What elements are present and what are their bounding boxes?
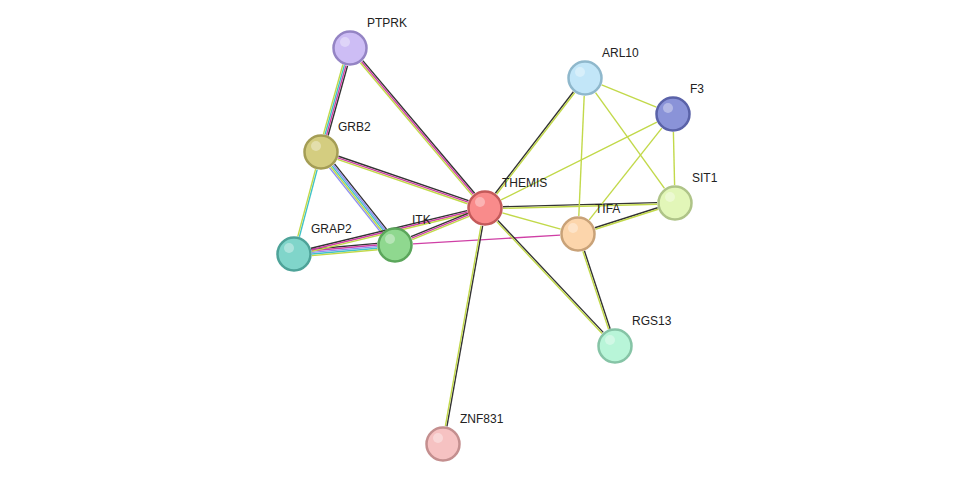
protein-node: SIT1 bbox=[657, 185, 693, 221]
edge-strand bbox=[495, 92, 573, 193]
edge-strand bbox=[360, 63, 472, 196]
interaction-edge bbox=[579, 96, 584, 216]
node-highlight bbox=[433, 433, 443, 443]
node-highlight bbox=[311, 141, 321, 151]
protein-node: ZNF831 bbox=[425, 426, 461, 462]
node-highlight bbox=[385, 234, 395, 244]
node-circle bbox=[567, 60, 603, 96]
interaction-edge bbox=[495, 92, 574, 194]
edge-strand bbox=[579, 96, 584, 216]
node-disc bbox=[562, 218, 595, 251]
interaction-edge bbox=[411, 213, 469, 239]
protein-node: ARL10 bbox=[567, 60, 603, 96]
node-disc bbox=[379, 229, 412, 262]
node-circle bbox=[303, 134, 339, 170]
node-label: ITK bbox=[412, 213, 431, 227]
interaction-edge bbox=[445, 226, 482, 427]
interaction-edge bbox=[502, 213, 560, 229]
node-label: GRB2 bbox=[338, 120, 371, 134]
edge-strand bbox=[333, 165, 385, 230]
protein-node: F3 bbox=[655, 96, 691, 132]
node-label: GRAP2 bbox=[311, 222, 352, 236]
protein-node: GRAP2 bbox=[276, 236, 312, 272]
edge-strand bbox=[332, 166, 384, 231]
protein-node: PTPRK bbox=[332, 30, 368, 66]
node-highlight bbox=[475, 197, 485, 207]
node-label: PTPRK bbox=[367, 16, 407, 30]
edge-strand bbox=[589, 128, 662, 220]
node-label: TIFA bbox=[595, 202, 620, 216]
edge-strand bbox=[596, 93, 665, 189]
node-highlight bbox=[340, 37, 350, 47]
edge-strand bbox=[584, 251, 610, 329]
node-circle bbox=[655, 96, 691, 132]
edge-strand bbox=[497, 93, 575, 194]
edge-strand bbox=[502, 213, 560, 229]
interaction-edge bbox=[360, 61, 474, 196]
node-label: ARL10 bbox=[602, 46, 639, 60]
interaction-edge bbox=[589, 128, 662, 220]
node-highlight bbox=[665, 192, 675, 202]
interaction-edge bbox=[673, 132, 674, 185]
edge-strand bbox=[411, 213, 468, 236]
node-label: SIT1 bbox=[692, 171, 717, 185]
node-label: RGS13 bbox=[632, 314, 671, 328]
node-highlight bbox=[568, 223, 578, 233]
edge-strand bbox=[583, 251, 609, 329]
interaction-edge bbox=[413, 235, 560, 244]
protein-node: ITK bbox=[377, 227, 413, 263]
node-circle bbox=[276, 236, 312, 272]
edge-strand bbox=[602, 85, 657, 107]
node-disc bbox=[427, 428, 460, 461]
interaction-edge bbox=[602, 85, 657, 107]
interaction-edge bbox=[596, 93, 665, 189]
edge-strand bbox=[335, 164, 387, 229]
interaction-edge bbox=[501, 122, 657, 200]
edge-strand bbox=[413, 235, 560, 244]
node-highlight bbox=[605, 335, 615, 345]
edge-strand bbox=[673, 132, 674, 185]
node-disc bbox=[569, 62, 602, 95]
node-disc bbox=[469, 192, 502, 225]
node-circle bbox=[332, 30, 368, 66]
node-circle bbox=[560, 216, 596, 252]
node-highlight bbox=[663, 103, 673, 113]
interaction-edge bbox=[583, 251, 610, 329]
node-circle bbox=[467, 190, 503, 226]
protein-node: THEMIS bbox=[467, 190, 503, 226]
node-highlight bbox=[284, 243, 294, 253]
node-highlight bbox=[575, 67, 585, 77]
node-label: ZNF831 bbox=[460, 412, 503, 426]
edge-strand bbox=[362, 62, 474, 194]
node-disc bbox=[305, 136, 338, 169]
node-circle bbox=[377, 227, 413, 263]
node-circle bbox=[597, 328, 633, 364]
edge-strand bbox=[447, 226, 483, 427]
edge-strand bbox=[501, 122, 657, 200]
protein-node: TIFA bbox=[560, 216, 596, 252]
node-disc bbox=[334, 32, 367, 65]
node-disc bbox=[278, 238, 311, 271]
node-label: F3 bbox=[690, 82, 704, 96]
edge-strand bbox=[503, 204, 657, 208]
node-circle bbox=[657, 185, 693, 221]
node-label: THEMIS bbox=[502, 176, 547, 190]
node-circle bbox=[425, 426, 461, 462]
node-disc bbox=[657, 98, 690, 131]
node-disc bbox=[659, 187, 692, 220]
node-disc bbox=[599, 330, 632, 363]
protein-node: GRB2 bbox=[303, 134, 339, 170]
protein-node: RGS13 bbox=[597, 328, 633, 364]
edge-strand bbox=[312, 250, 378, 256]
edge-strand bbox=[445, 226, 481, 427]
